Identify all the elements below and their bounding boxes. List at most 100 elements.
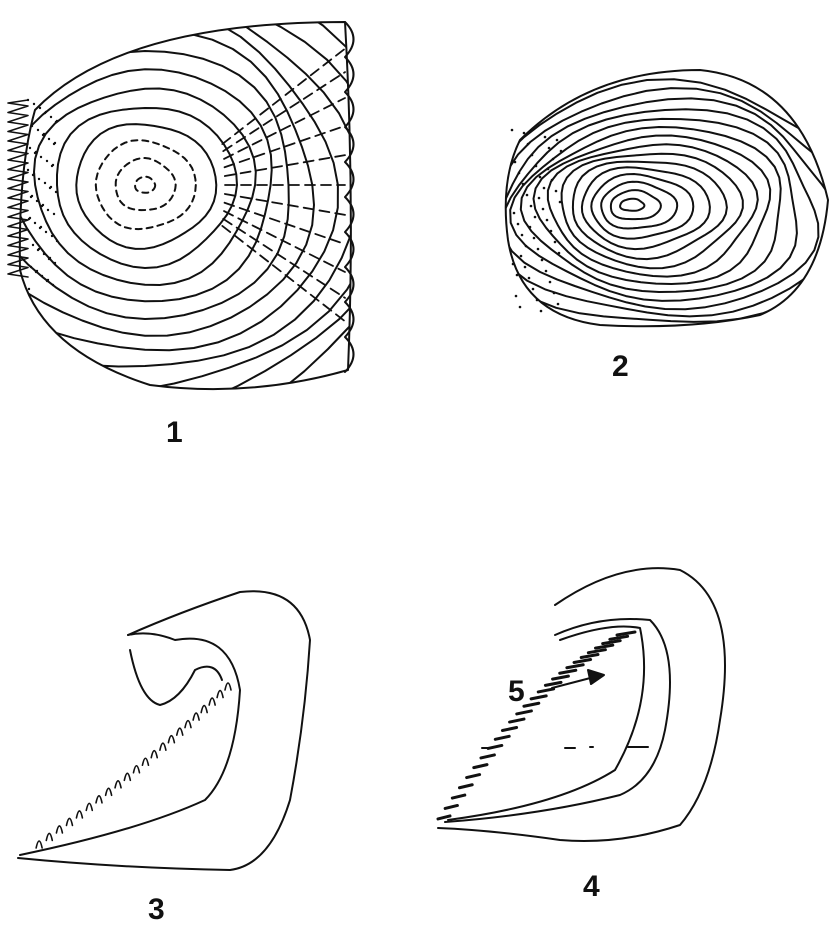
granule [43,253,45,255]
tooth [459,785,472,788]
scale-fig2-rings [487,79,833,331]
granule [555,190,558,193]
granule [549,281,552,284]
growth-ring [135,177,155,193]
growth-ring [57,108,237,268]
growth-ring [96,140,196,229]
jaw-fig4-outer [438,568,725,841]
tooth [438,816,450,819]
granule [30,266,32,268]
jaw-fig3 [18,591,310,870]
granule [540,310,543,313]
growth-ring [620,199,644,211]
tooth [574,659,591,662]
figure-label-1: 1 [166,418,183,448]
granule [543,187,546,190]
granule [516,274,519,277]
granule [50,186,52,188]
denticle [142,758,148,765]
granule [537,248,540,251]
growth-ring [494,88,833,322]
ctenii-edge [8,100,28,277]
granule [46,160,48,162]
growth-ring [611,190,661,219]
denticle [185,721,191,728]
granule [44,182,46,184]
tooth [531,696,546,699]
granule [31,125,33,127]
denticle [160,743,166,750]
granule [552,158,555,161]
jaw-fig3-notch [130,650,222,705]
granule [50,116,52,118]
granule [52,164,54,166]
granule [550,230,553,233]
granule [541,259,544,262]
denticle [96,796,102,803]
granule [534,216,537,219]
denticle [106,788,112,795]
granule [38,248,40,250]
tooth [495,736,509,739]
radius-line [223,219,345,298]
growth-ring [601,182,677,229]
jaw-fig3-denticles [36,683,231,848]
granule [536,299,539,302]
granule [53,213,55,215]
granule [546,219,549,222]
granule [532,288,535,291]
granule [47,279,49,281]
granule [29,217,31,219]
tooth [445,805,457,808]
tooth [524,703,539,706]
granule [558,252,561,255]
granule [544,136,547,139]
growth-ring [116,158,176,210]
tooth [581,654,598,657]
granule [524,266,527,269]
tooth [596,645,613,648]
granule [35,151,37,153]
granule [45,111,47,113]
tooth [610,636,628,639]
granule [538,197,541,200]
granule [51,235,53,237]
scale-fig2 [487,70,833,331]
granule [542,208,545,211]
tooth [538,689,553,692]
granule [27,169,29,171]
granule [513,212,516,215]
granule [48,138,50,140]
tooth [617,632,635,635]
granule [515,295,518,298]
granule [545,270,548,273]
granule [43,133,45,135]
denticle [193,713,199,720]
denticle [86,803,92,810]
granule [528,277,531,280]
tooth [553,676,569,679]
denticle [217,691,223,698]
granule [511,129,514,132]
granule [512,263,515,266]
granule [33,173,35,175]
granule [522,183,525,186]
granule [521,234,524,237]
granule [31,195,33,197]
denticle [66,818,72,825]
growth-ring [0,0,360,367]
granule [49,257,51,259]
arrow-head [588,670,604,684]
jaw-fig4 [438,568,725,841]
granule [557,303,560,306]
granule [560,150,563,153]
growth-ring [0,0,421,436]
dashed-guide [482,747,648,748]
tooth [603,641,621,644]
granule [56,120,58,122]
callout-label-5: 5 [508,677,525,707]
denticle [201,706,207,713]
granule [548,147,551,150]
tooth [560,670,576,673]
